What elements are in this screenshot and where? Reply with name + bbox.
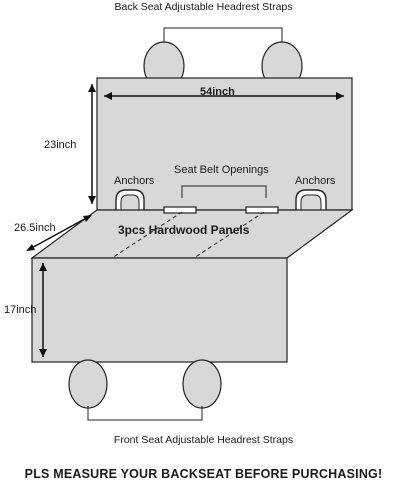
back-straps-label: Back Seat Adjustable Headrest Straps xyxy=(114,1,293,13)
width-label: 54inch xyxy=(200,86,235,98)
front-height-label: 17inch xyxy=(4,304,37,316)
depth-arrow xyxy=(27,215,91,251)
panels-label: 3pcs Hardwood Panels xyxy=(118,223,250,237)
front-panel xyxy=(31,257,288,363)
width-arrow-head-right xyxy=(336,92,344,100)
front-height-arrow-head-top xyxy=(39,263,47,271)
depth-arrow-head-bottom xyxy=(26,244,35,251)
back-height-arrow-head-bottom xyxy=(88,196,96,204)
anchors-right-label: Anchors xyxy=(295,175,336,187)
seat-belt-opening-left xyxy=(163,206,197,214)
width-arrow-head-left xyxy=(104,92,112,100)
front-headrest-strap-left xyxy=(68,359,108,409)
back-height-label: 23inch xyxy=(44,139,77,151)
depth-label: 26.5inch xyxy=(14,222,56,234)
back-height-arrow-head-top xyxy=(88,84,96,92)
anchors-left-label: Anchors xyxy=(114,175,155,187)
depth-arrow-head-top xyxy=(83,215,92,222)
anchor-left-inner xyxy=(120,194,140,210)
footer-note: PLS MEASURE YOUR BACKSEAT BEFORE PURCHAS… xyxy=(24,467,383,481)
front-straps-bracket xyxy=(87,406,203,421)
front-height-arrow-head-bottom xyxy=(39,349,47,357)
front-headrest-strap-right xyxy=(182,359,222,409)
seat-belt-label: Seat Belt Openings xyxy=(174,164,269,176)
front-straps-label: Front Seat Adjustable Headrest Straps xyxy=(113,434,294,446)
seat-belt-bracket xyxy=(181,185,267,198)
seat-belt-opening-right xyxy=(245,206,279,214)
back-straps-bracket xyxy=(163,27,283,42)
anchor-right-inner xyxy=(300,194,322,210)
